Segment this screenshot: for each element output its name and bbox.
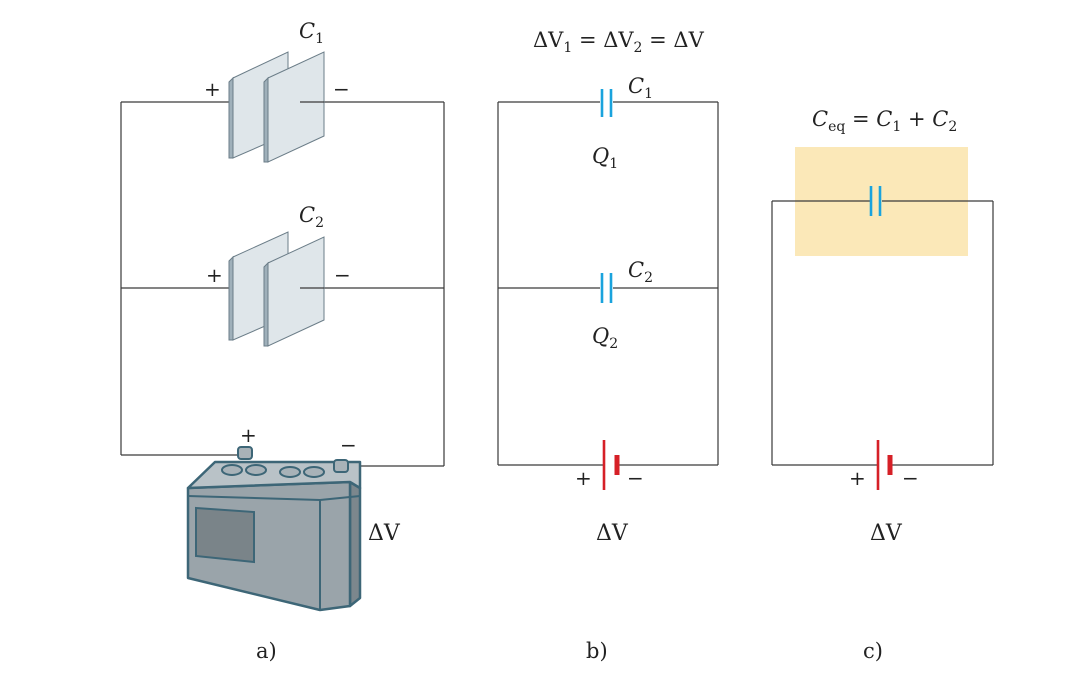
c2-label-a: C2 (299, 203, 324, 231)
panel-c: Ceq = C1 + C2 + − ΔV c) (771, 107, 994, 663)
battery-plus-c: + (849, 466, 866, 490)
capacitor-c1-symbol (600, 89, 613, 117)
battery-plus-sign: + (240, 423, 257, 447)
delta-v-label-b: ΔV (596, 521, 629, 546)
battery-minus-c: − (902, 466, 919, 490)
equivalent-capacitor-symbol (869, 186, 882, 216)
panel-b: ΔV1 = ΔV2 = ΔV C1 Q1 C2 Q2 + (497, 28, 719, 663)
battery-symbol-c (876, 440, 893, 490)
capacitor-c2-symbol (600, 273, 613, 303)
delta-v-label-a: ΔV (368, 521, 401, 546)
capacitor-c2-plates (228, 231, 325, 347)
car-battery-illustration (186, 446, 362, 612)
panel-a: C1 C2 + − + − + − (120, 19, 445, 663)
caption-b: b) (586, 639, 608, 663)
equivalent-capacitance-equation: Ceq = C1 + C2 (812, 107, 957, 135)
c2-label-b: C2 (628, 258, 653, 286)
plus-sign-c2: + (206, 263, 223, 287)
plus-sign-c1: + (204, 77, 221, 101)
capacitor-c1-plates (228, 51, 325, 163)
c1-label-b: C1 (628, 74, 653, 102)
battery-minus-sign: − (340, 433, 357, 457)
q2-label: Q2 (592, 324, 618, 352)
voltage-equation: ΔV1 = ΔV2 = ΔV (533, 28, 705, 56)
battery-plus-b: + (575, 466, 592, 490)
battery-minus-b: − (627, 466, 644, 490)
caption-a: a) (256, 639, 277, 663)
battery-symbol-b (602, 440, 620, 490)
c1-label-a: C1 (299, 19, 324, 47)
delta-v-label-c: ΔV (870, 521, 903, 546)
caption-c: c) (863, 639, 883, 663)
minus-sign-c1: − (333, 77, 350, 101)
q1-label: Q1 (592, 144, 618, 172)
panel-c-wires (771, 200, 994, 466)
minus-sign-c2: − (334, 263, 351, 287)
panel-b-wires (497, 101, 719, 466)
